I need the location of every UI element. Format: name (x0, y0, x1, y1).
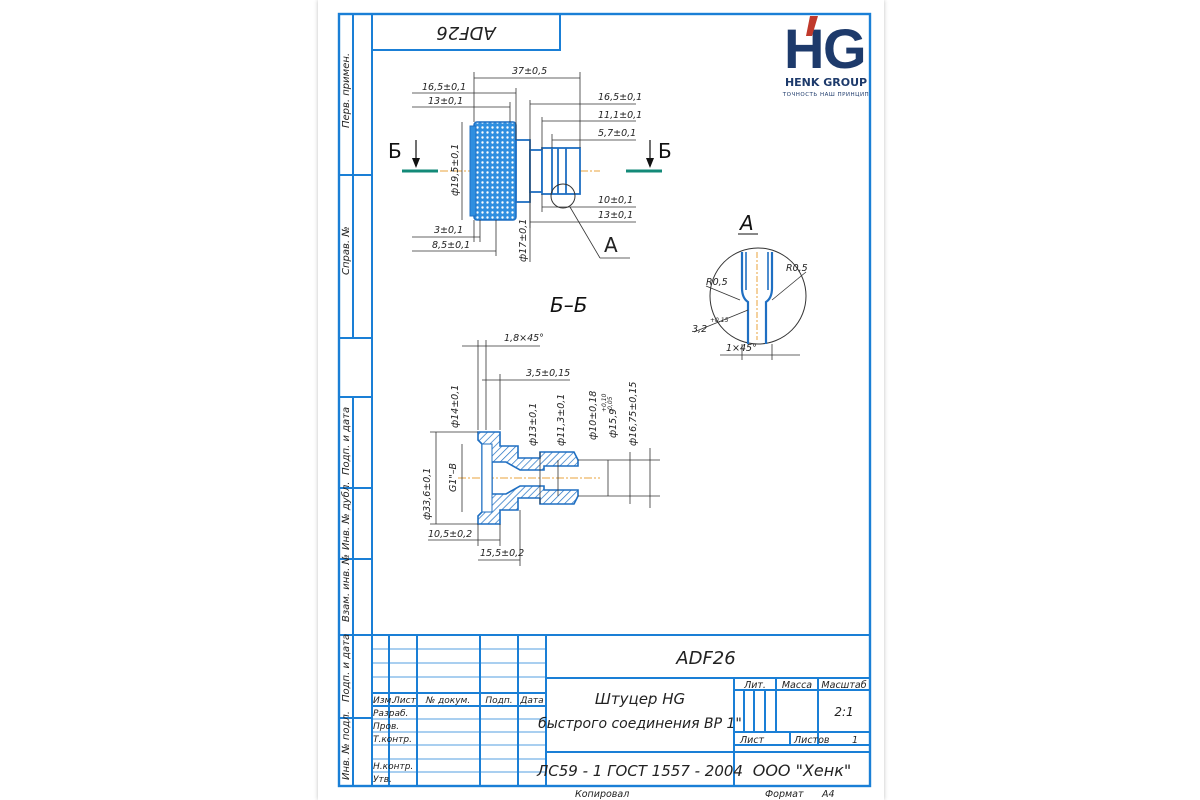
tb-razrab: Разраб. (373, 709, 408, 719)
dim-13-right: 13±0,1 (598, 210, 633, 221)
sec-d11-3: ф11,3±0,1 (556, 394, 567, 446)
tb-scale-value: 2:1 (834, 705, 853, 719)
detail-width-tol: +0,15 (710, 317, 729, 324)
sec-3-5: 3,5±0,15 (526, 368, 570, 379)
tb-name-line1: Штуцер HG (595, 690, 685, 708)
tb-utv: Утв. (373, 775, 392, 785)
section-mark-right: Б (658, 139, 672, 163)
sec-10-5: 10,5±0,2 (428, 529, 472, 540)
tb-kopiroval: Копировал (575, 789, 629, 800)
section-title: Б–Б (550, 293, 587, 317)
dim-16-5-right: 16,5±0,1 (598, 92, 642, 103)
tb-sheets: Листов (793, 735, 830, 746)
logo-letter-h: H (784, 17, 824, 80)
section-dimensions (428, 340, 660, 566)
top-stamp: ADF26 (371, 13, 561, 51)
tb-tkontr: Т.контр. (373, 735, 412, 745)
label-inv-podl: Инв. № подл. (341, 711, 352, 780)
section-view: Б–Б (458, 293, 600, 525)
sec-d10: ф10±0,18 (588, 391, 599, 440)
sec-d33-6: ф33,6±0,1 (422, 468, 433, 520)
tb-designation: ADF26 (675, 648, 735, 669)
company-logo: H G HENK GROUP ТОЧНОСТЬ НАШ ПРИНЦИП (782, 16, 869, 98)
detail-r1: R0,5 (706, 277, 728, 288)
label-sprav: Справ. № (341, 226, 352, 275)
tb-sheet: Лист (739, 735, 765, 746)
label-inv-dubl: Инв. № дубл. (340, 482, 352, 550)
sec-d16-75: ф16,75±0,15 (628, 382, 639, 446)
side-strip (339, 14, 372, 786)
tb-material: ЛС59 - 1 ГОСТ 1557 - 2004 (536, 762, 743, 780)
tb-format: Формат (765, 789, 804, 800)
label-perv-primen: Перв. примен. (341, 53, 352, 128)
frame (337, 12, 872, 788)
top-dimensions (412, 72, 636, 262)
tb-list: Лист (392, 696, 417, 706)
knurled-nut (473, 121, 517, 221)
dim-3: 3±0,1 (434, 225, 463, 236)
sec-d15-9: ф15,9 (608, 409, 619, 438)
title-block-lines (372, 634, 870, 786)
dim-13-left: 13±0,1 (428, 96, 463, 107)
sec-d13: ф13±0,1 (528, 403, 539, 446)
dim-11-1: 11,1±0,1 (598, 110, 642, 121)
sec-thread: G1"–B (448, 463, 459, 492)
logo-slogan: ТОЧНОСТЬ НАШ ПРИНЦИП (782, 92, 869, 98)
tb-nkontr: Н.контр. (373, 762, 413, 772)
dim-8-5: 8,5±0,1 (432, 240, 470, 251)
sec-15-5: 15,5±0,2 (480, 548, 524, 559)
logo-company: HENK GROUP (785, 76, 867, 89)
detail-chamfer: 1×45° (726, 343, 757, 354)
technical-drawing: Перв. примен. Справ. № Подп. и дата Инв.… (337, 12, 872, 800)
tb-name-line2: быстрого соединения ВР 1" (538, 716, 742, 732)
label-podp-data-2: Подп. и дата (341, 634, 352, 702)
logo-accent-icon (806, 16, 818, 36)
tb-sheets-value: 1 (852, 735, 858, 746)
drawing-sheet: Перв. примен. Справ. № Подп. и дата Инв.… (318, 0, 884, 800)
sec-chamfer: 1,8×45° (504, 333, 544, 344)
tb-prov: Пров. (373, 722, 399, 732)
dim-d17: ф17±0,1 (518, 219, 529, 262)
tb-ndok: № докум. (425, 696, 470, 706)
sec-d15-9-tol-top: +0,10 (601, 393, 608, 412)
logo-letter-g: G (823, 17, 867, 80)
dim-d19-5: ф19,5±0,1 (450, 144, 461, 196)
dim-37: 37±0,5 (512, 66, 547, 77)
tb-lit: Лит. (743, 680, 766, 691)
dim-5-7: 5,7±0,1 (598, 128, 636, 139)
dim-16-5-left: 16,5±0,1 (422, 82, 466, 93)
detail-callout-a: А (604, 233, 618, 257)
detail-title-a: А (738, 211, 754, 235)
tb-scale: Масштаб (821, 680, 866, 691)
tb-podp: Подп. (485, 696, 512, 706)
detail-a-view: А R0,5 R0,5 3,2 +0,15 1×45° (692, 211, 808, 360)
tb-data: Дата (519, 696, 543, 706)
title-block-thin-lines (372, 648, 546, 773)
dim-10: 10±0,1 (598, 195, 633, 206)
label-vzam-inv: Взам. инв. № (341, 554, 352, 622)
side-labels: Перв. примен. Справ. № Подп. и дата Инв.… (340, 53, 352, 780)
sec-d15-9-tol-bot: -0,05 (607, 396, 614, 412)
top-stamp-text: ADF26 (436, 22, 496, 43)
sec-d14: ф14±0,1 (450, 385, 461, 428)
tb-mass: Масса (782, 680, 812, 691)
tb-org: ООО "Хенк" (753, 761, 852, 780)
detail-width: 3,2 (692, 324, 707, 335)
section-dimension-text: 1,8×45° 3,5±0,15 ф14±0,1 ф13±0,1 ф11,3±0… (422, 333, 639, 559)
part-side-view: Б Б (388, 121, 672, 221)
section-mark-left: Б (388, 139, 402, 163)
label-podp-data-1: Подп. и дата (341, 407, 352, 475)
tb-izm: Изм. (373, 696, 394, 706)
detail-r2: R0,5 (786, 263, 808, 274)
title-block-text: ADF26 Штуцер HG быстрого соединения ВР 1… (373, 648, 867, 800)
tb-format-value: А4 (821, 789, 835, 800)
top-dimension-text: 37±0,5 16,5±0,1 13±0,1 16,5±0,1 11,1±0,1… (422, 66, 642, 262)
